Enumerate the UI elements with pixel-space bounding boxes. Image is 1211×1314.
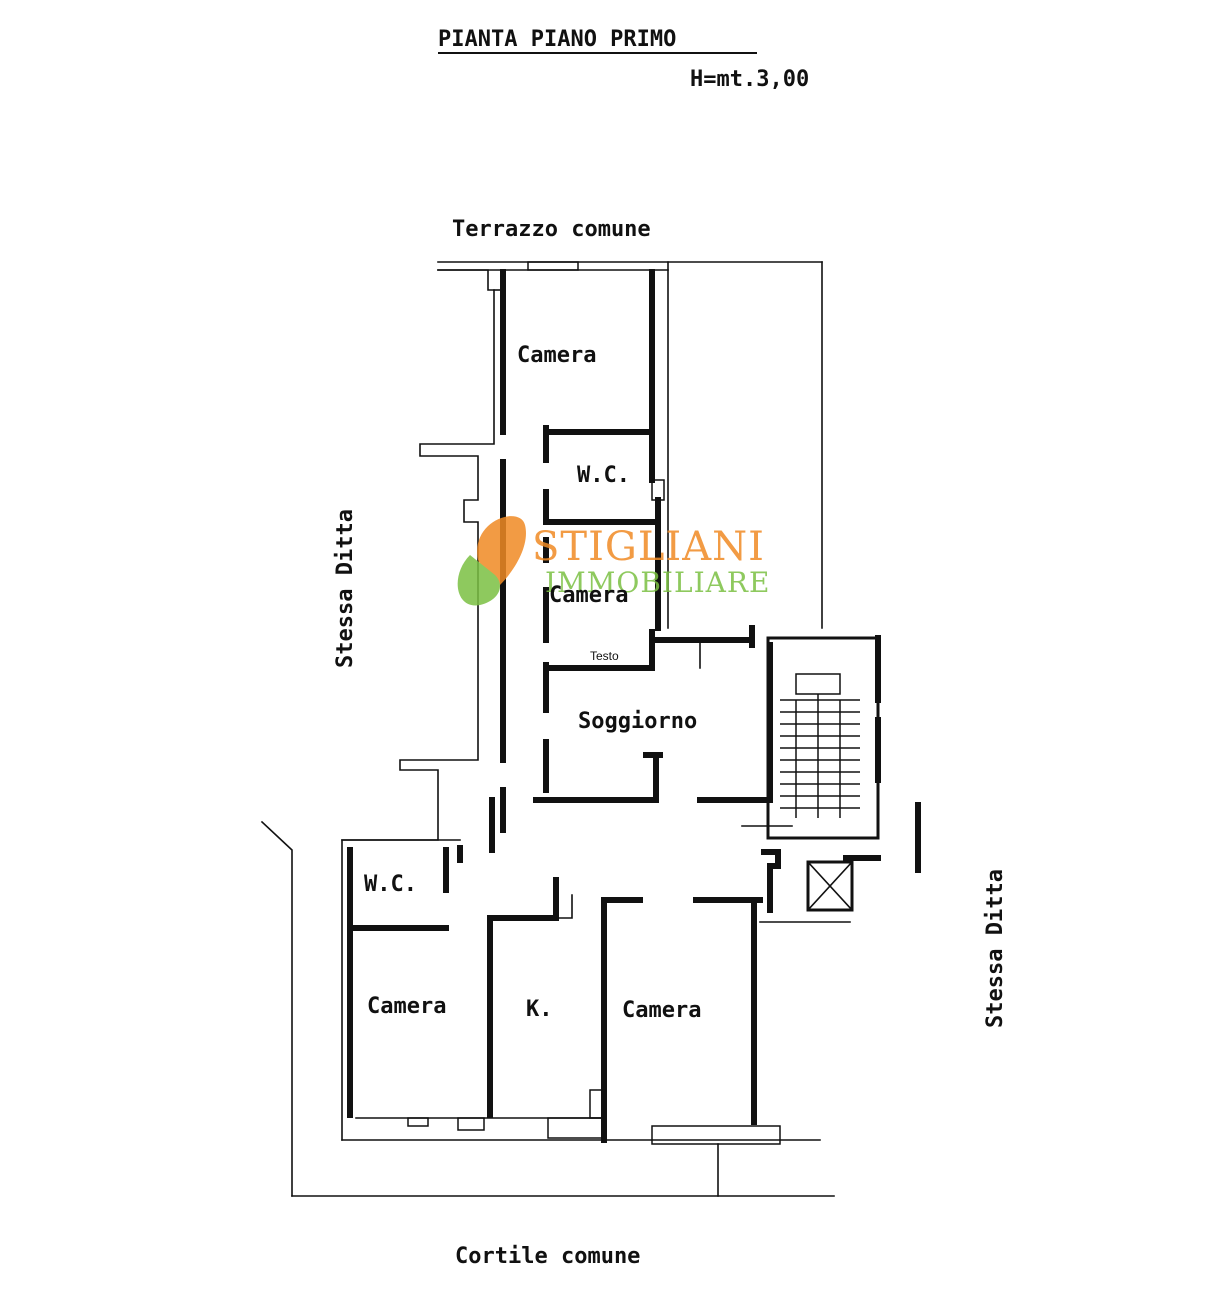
stairs [780,673,860,818]
label-right-neighbor: Stessa Ditta [983,869,1008,1028]
logo-leaf-icon [457,555,500,606]
room-camera-bottom-middle: Camera [622,998,701,1023]
room-camera-bottom-left: Camera [367,994,446,1019]
label-terrace: Terrazzo comune [452,217,651,242]
logo-pin-icon [477,516,526,585]
watermark-logo: STIGLIANI IMMOBILIARE [457,516,770,606]
watermark-line1: STIGLIANI [532,524,765,570]
room-testo-note: Testo [590,649,619,663]
walls [260,261,921,1197]
plan-title: PIANTA PIANO PRIMO [438,27,676,52]
label-courtyard: Cortile comune [455,1244,640,1269]
room-camera-mid: Camera [549,583,628,608]
height-note: H=mt.3,00 [690,67,809,92]
room-kitchen: K. [526,997,553,1022]
watermark-line2: IMMOBILIARE [545,566,770,599]
room-soggiorno: Soggiorno [578,709,697,734]
room-camera-top: Camera [517,343,596,368]
room-wc-bottom: W.C. [364,872,417,897]
room-wc-top: W.C. [577,463,630,488]
label-left-neighbor: Stessa Ditta [333,509,358,668]
